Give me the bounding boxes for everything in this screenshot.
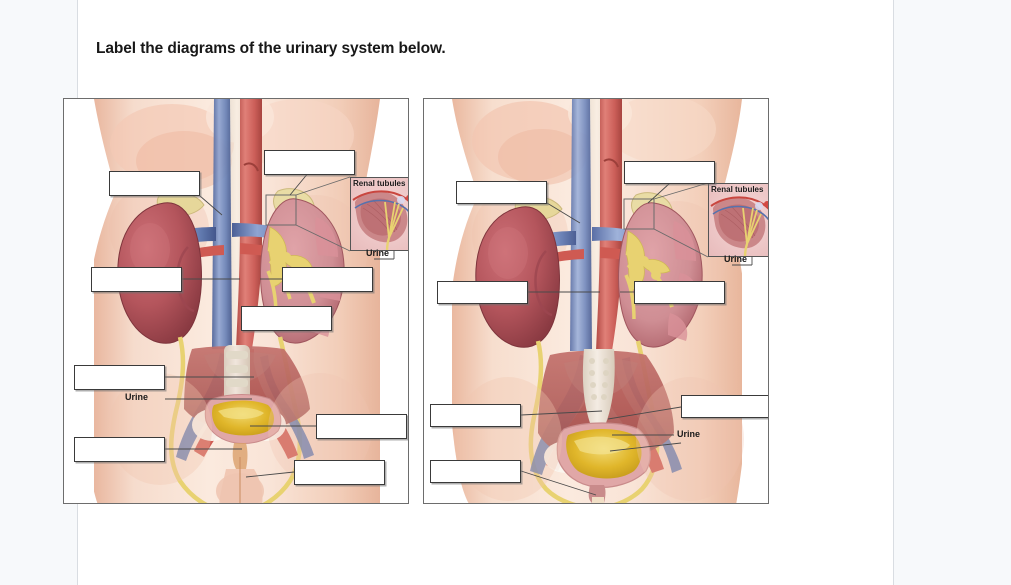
answer-box-m6[interactable] xyxy=(74,365,165,390)
female-urinary-system-diagram: Renal tubules Urine Urine xyxy=(423,98,769,504)
answer-box-m1[interactable] xyxy=(109,171,200,196)
answer-box-m2[interactable] xyxy=(264,150,355,175)
answer-box-m3[interactable] xyxy=(91,267,182,292)
answer-box-f5[interactable] xyxy=(430,404,521,427)
inset-urine-leader xyxy=(732,257,753,266)
renal-tubules-inset-title: Renal tubules xyxy=(353,179,406,188)
answer-box-m8[interactable] xyxy=(316,414,407,439)
answer-box-f6[interactable] xyxy=(430,460,521,483)
renal-tubules-illustration xyxy=(709,184,768,256)
answer-box-m9[interactable] xyxy=(294,460,385,485)
renal-tubules-inset xyxy=(350,177,408,251)
inset-urine-label: Urine xyxy=(366,248,390,258)
answer-box-m5[interactable] xyxy=(241,306,332,331)
renal-tubules-inset xyxy=(708,183,768,257)
inset-urine-leader xyxy=(374,251,395,260)
answer-box-f7[interactable] xyxy=(681,395,768,418)
inset-urine-label: Urine xyxy=(724,254,748,264)
urine-leader xyxy=(612,434,674,436)
answer-box-f4[interactable] xyxy=(634,281,725,304)
urine-label: Urine xyxy=(125,392,149,402)
answer-box-f1[interactable] xyxy=(456,181,547,204)
answer-box-m7[interactable] xyxy=(74,437,165,462)
question-prompt: Label the diagrams of the urinary system… xyxy=(96,40,446,57)
answer-box-f3[interactable] xyxy=(437,281,528,304)
male-urinary-system-diagram: Renal tubules Urine Urine xyxy=(63,98,409,504)
renal-tubules-inset-title: Renal tubules xyxy=(711,185,764,194)
answer-box-m4[interactable] xyxy=(282,267,373,292)
renal-tubules-illustration xyxy=(351,178,408,250)
urine-label: Urine xyxy=(677,429,701,439)
male-anatomy-illustration xyxy=(64,99,408,503)
answer-box-f2[interactable] xyxy=(624,161,715,184)
